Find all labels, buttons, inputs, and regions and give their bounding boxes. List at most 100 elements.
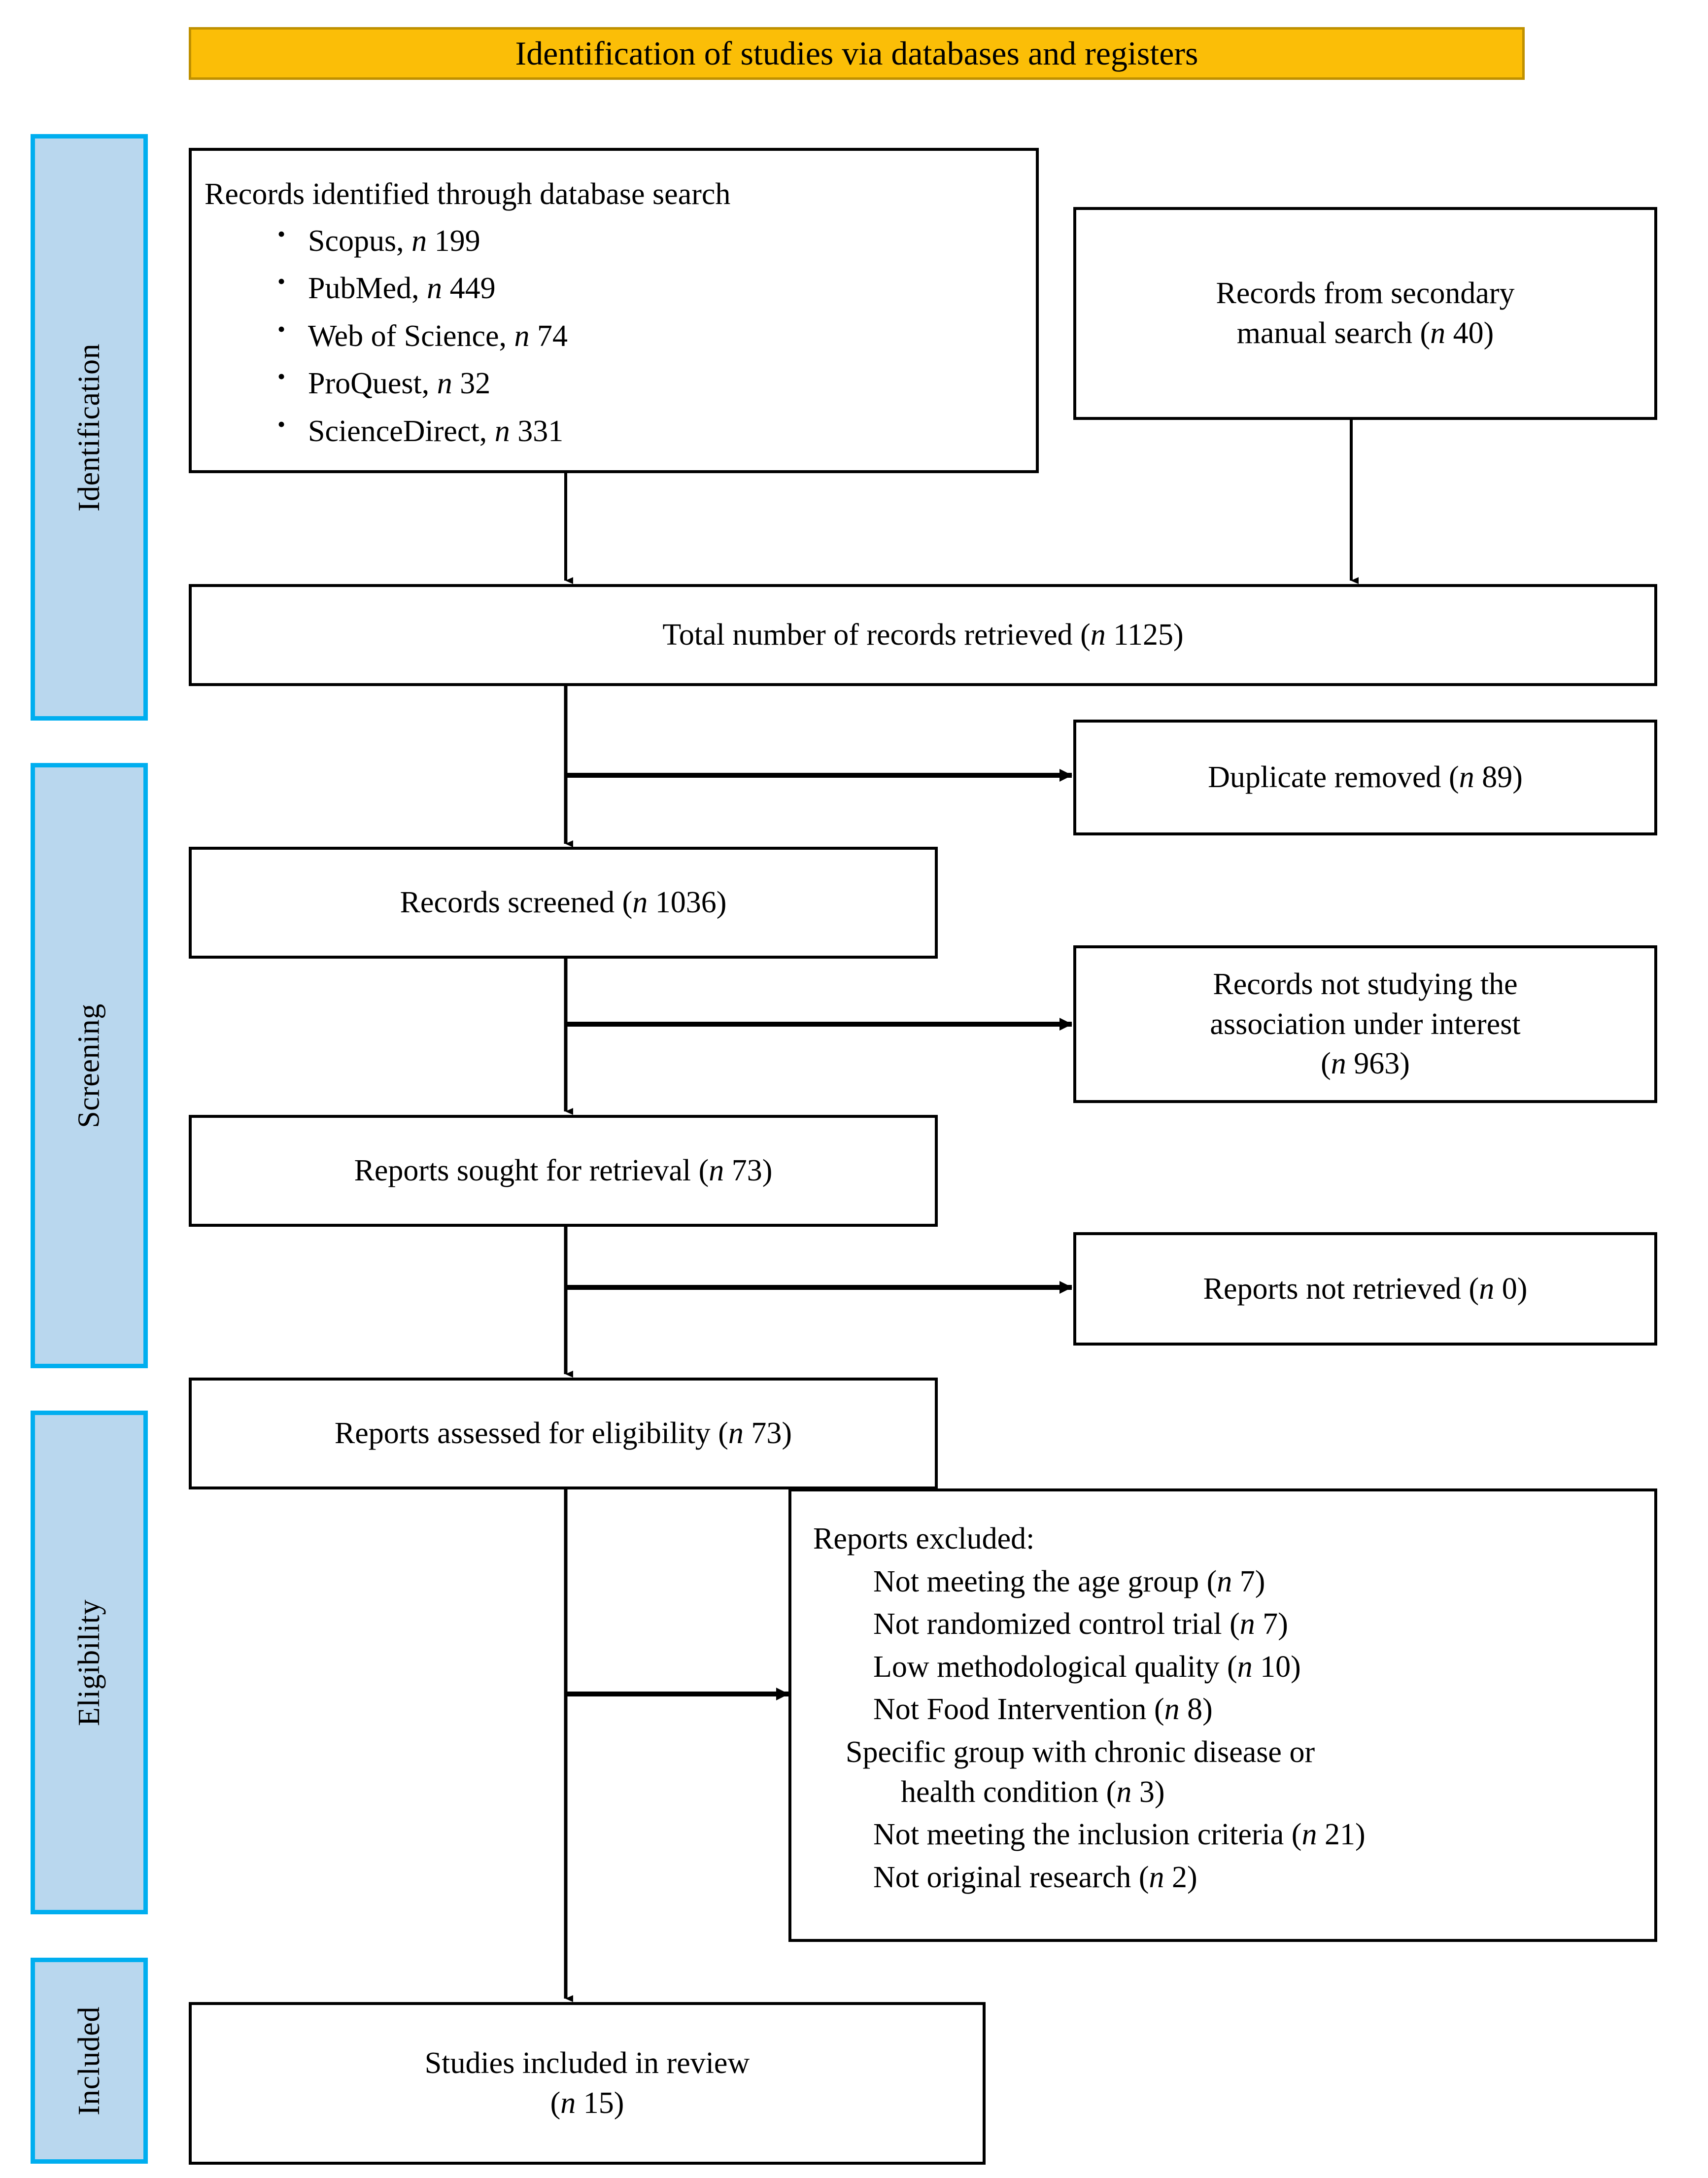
total-prefix: Total number of records retrieved ( — [662, 618, 1091, 652]
screened-count: 1036 — [655, 886, 717, 920]
included-prefix: ( — [550, 2086, 561, 2120]
stage-label-screening: Screening — [72, 1003, 106, 1128]
box-records-screened: Records screened (n 1036) — [189, 847, 938, 959]
n-symbol: n — [1149, 1860, 1164, 1894]
reason-text: Not meeting the inclusion criteria ( — [873, 1818, 1302, 1852]
reason-suffix: ) — [1278, 1607, 1288, 1641]
n-symbol: n — [560, 2086, 576, 2120]
box-not-studying-association: Records not studying the association und… — [1073, 945, 1657, 1103]
reason-text: Specific group with chronic disease or — [846, 1735, 1315, 1769]
total-suffix: ) — [1173, 618, 1184, 652]
list-item: PubMed, n 449 — [277, 267, 1023, 309]
n-symbol: n — [1217, 1564, 1232, 1598]
list-item: Scopus, n 199 — [277, 219, 1023, 261]
list-item: Not meeting the age group (n 7) — [846, 1562, 1641, 1602]
reason-text: Not Food Intervention ( — [873, 1693, 1164, 1727]
reason-count: 2 — [1171, 1860, 1187, 1894]
n-symbol: n — [1331, 1047, 1346, 1081]
secondary-suffix: ) — [1483, 316, 1494, 350]
not-studying-line-1: Records not studying the — [1213, 968, 1518, 1002]
assessed-suffix: ) — [782, 1417, 792, 1451]
reason-suffix: ) — [1202, 1693, 1213, 1727]
reason-count: 10 — [1260, 1650, 1291, 1684]
reason-text: Low methodological quality ( — [873, 1650, 1237, 1684]
reason-suffix: ) — [1154, 1775, 1165, 1809]
reason-suffix: ) — [1187, 1860, 1197, 1894]
source-name: ProQuest, — [308, 367, 430, 401]
not-studying-prefix: ( — [1321, 1047, 1331, 1081]
source-count: 74 — [537, 319, 568, 353]
n-symbol: n — [1237, 1650, 1253, 1684]
secondary-line-1: Records from secondary — [1216, 277, 1515, 311]
not-retrieved-suffix: ) — [1517, 1272, 1528, 1306]
stage-label-eligibility: Eligibility — [72, 1599, 106, 1726]
included-count: 15 — [583, 2086, 614, 2120]
source-name: PubMed, — [308, 272, 419, 306]
not-retrieved-count: 0 — [1502, 1272, 1517, 1306]
not-studying-line-2: association under interest — [1210, 1007, 1521, 1041]
stage-tab-screening: Screening — [31, 763, 148, 1368]
box-reports-excluded: Reports excluded: Not meeting the age gr… — [788, 1488, 1657, 1942]
included-suffix: ) — [614, 2086, 624, 2120]
n-symbol: n — [1164, 1693, 1180, 1727]
total-count: 1125 — [1113, 618, 1173, 652]
source-count: 199 — [434, 224, 480, 258]
list-item: Not meeting the inclusion criteria (n 21… — [846, 1815, 1641, 1855]
reason-suffix: ) — [1255, 1564, 1265, 1598]
reason-suffix: ) — [1291, 1650, 1301, 1684]
n-symbol: n — [1430, 316, 1446, 350]
reason-text: Not original research ( — [873, 1860, 1149, 1894]
reason-suffix: ) — [1355, 1818, 1366, 1852]
included-line-2: (n 15) — [205, 2083, 970, 2123]
secondary-prefix: manual search ( — [1236, 316, 1431, 350]
banner-identification: Identification of studies via databases … — [189, 27, 1525, 80]
n-symbol: n — [1459, 761, 1474, 795]
n-symbol: n — [1479, 1272, 1495, 1306]
reason-text: Not randomized control trial ( — [873, 1607, 1240, 1641]
list-item: Not randomized control trial (n 7) — [846, 1604, 1641, 1644]
records-identified-heading: Records identified through database sear… — [205, 177, 731, 211]
box-reports-sought: Reports sought for retrieval (n 73) — [189, 1115, 938, 1227]
box-total-records: Total number of records retrieved (n 112… — [189, 584, 1657, 686]
screened-suffix: ) — [716, 886, 727, 920]
list-item: Not Food Intervention (n 8) — [846, 1690, 1641, 1729]
list-item: ProQuest, n 32 — [277, 362, 1023, 404]
included-line-1: Studies included in review — [424, 2046, 750, 2080]
not-studying-count: 963 — [1354, 1047, 1400, 1081]
n-symbol: n — [1301, 1818, 1317, 1852]
list-item: Not original research (n 2) — [846, 1858, 1641, 1898]
source-count: 32 — [460, 367, 491, 401]
n-symbol: n — [1090, 618, 1106, 652]
reason-count: 7 — [1263, 1607, 1278, 1641]
excluded-reason-list: Not meeting the age group (n 7) Not rand… — [813, 1562, 1641, 1898]
duplicates-suffix: ) — [1512, 761, 1523, 795]
n-symbol: n — [1116, 1775, 1132, 1809]
not-studying-suffix: ) — [1400, 1047, 1410, 1081]
n-symbol: n — [728, 1417, 744, 1451]
source-name: ScienceDirect, — [308, 414, 487, 448]
assessed-prefix: Reports assessed for eligibility ( — [334, 1417, 728, 1451]
stage-tab-included: Included — [31, 1958, 148, 2164]
duplicates-prefix: Duplicate removed ( — [1208, 761, 1459, 795]
box-reports-not-retrieved: Reports not retrieved (n 0) — [1073, 1232, 1657, 1346]
n-symbol: n — [632, 886, 648, 920]
source-count: 449 — [449, 272, 496, 306]
stage-label-identification: Identification — [72, 343, 106, 512]
box-reports-assessed: Reports assessed for eligibility (n 73) — [189, 1378, 938, 1489]
n-symbol: n — [1239, 1607, 1255, 1641]
list-item: Web of Science, n 74 — [277, 314, 1023, 356]
n-symbol: n — [494, 414, 510, 448]
reason-count: 8 — [1187, 1693, 1203, 1727]
source-name: Web of Science, — [308, 319, 507, 353]
list-item: Specific group with chronic disease or h… — [846, 1732, 1641, 1812]
stage-label-included: Included — [72, 2006, 106, 2115]
reason-count: 3 — [1139, 1775, 1155, 1809]
stage-tab-eligibility: Eligibility — [31, 1411, 148, 1914]
duplicates-count: 89 — [1482, 761, 1513, 795]
n-symbol: n — [427, 272, 443, 306]
excluded-heading: Reports excluded: — [813, 1522, 1035, 1556]
sought-count: 73 — [731, 1154, 762, 1188]
source-count: 331 — [517, 414, 564, 448]
screened-prefix: Records screened ( — [400, 886, 633, 920]
list-item: Low methodological quality (n 10) — [846, 1647, 1641, 1687]
